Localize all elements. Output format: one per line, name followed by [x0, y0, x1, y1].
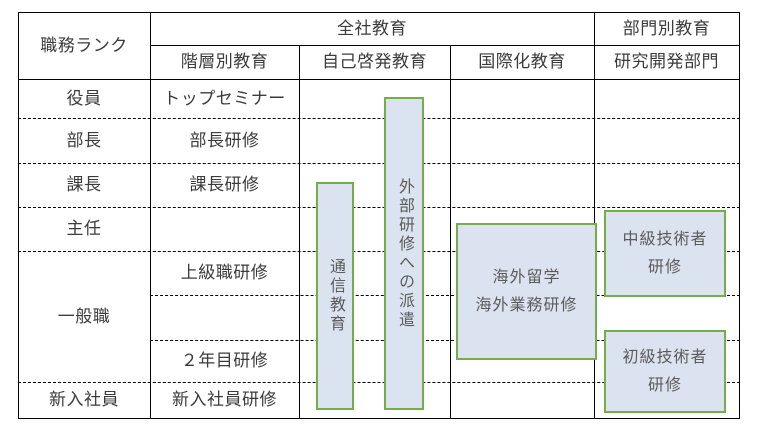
rank-label-section-manager: 課長 [66, 175, 102, 195]
header-column-self-development: 自己啓発教育 [322, 52, 427, 72]
col-divider-rank [150, 12, 151, 418]
tier-program-section-manager: 課長研修 [189, 175, 260, 195]
table-top-border [18, 12, 740, 13]
tier-program-senior-staff: 上級職研修 [180, 263, 269, 283]
intermediate-line-2: 研修 [647, 258, 682, 276]
intermediate-line-1: 中級技術者 [622, 230, 708, 248]
beginner-line-1: 初級技術者 [622, 348, 708, 366]
header-group-divisional: 部門別教育 [622, 18, 711, 38]
tier-program-blank [150, 295, 299, 340]
tier-program-second-year: ２年目研修 [180, 351, 269, 371]
row-separator-4 [18, 251, 740, 252]
program-box-beginner-engineer-training[interactable]: 初級技術者 研修 [604, 330, 726, 413]
rank-label-general-staff: 一般職 [57, 306, 111, 326]
header-column-tier-education: 階層別教育 [180, 52, 269, 72]
tier-program-new-employee: 新入社員研修 [172, 390, 277, 410]
row-separator-6 [150, 340, 740, 341]
program-box-overseas-study[interactable]: 海外留学 海外業務研修 [456, 223, 597, 360]
rank-label-general-manager: 部長 [66, 130, 102, 150]
col-divider-self [450, 45, 451, 418]
col-divider-intl [594, 12, 595, 418]
training-matrix-table: 職務ランク 全社教育 部門別教育 階層別教育 自己啓発教育 国際化教育 研究開発… [18, 12, 740, 419]
rank-label-chief: 主任 [66, 219, 102, 239]
col-border-left [18, 12, 19, 418]
rank-label-executive: 役員 [66, 88, 102, 108]
program-box-external-training-dispatch[interactable]: 外部研修への派遣 [384, 97, 424, 410]
header-column-internationalization: 国際化教育 [478, 52, 566, 72]
rank-label-new-employee: 新入社員 [49, 390, 119, 410]
header-group-company-wide: 全社教育 [337, 18, 407, 38]
table-bottom-border [18, 418, 740, 419]
row-separator-3 [18, 207, 740, 208]
header-bottom-border [18, 79, 740, 80]
row-separator-7 [18, 382, 740, 383]
beginner-line-2: 研修 [647, 376, 682, 394]
header-group-divider [150, 45, 740, 46]
overseas-line-2: 海外業務研修 [475, 296, 578, 314]
row-separator-2 [18, 163, 740, 164]
row-separator-1 [18, 118, 740, 119]
tier-program-executive: トップセミナー [163, 88, 286, 108]
header-corner-rank-label: 職務ランク [40, 35, 128, 55]
tier-program-chief [150, 207, 299, 251]
col-border-right [739, 12, 740, 418]
row-separator-5 [150, 295, 740, 296]
col-divider-tier [299, 45, 300, 418]
overseas-line-1: 海外留学 [492, 268, 561, 286]
tier-program-general-manager: 部長研修 [189, 130, 260, 150]
program-box-intermediate-engineer-training[interactable]: 中級技術者 研修 [604, 210, 726, 297]
header-column-rnd-division: 研究開発部門 [614, 52, 719, 72]
program-box-correspondence-education[interactable]: 通信教育 [316, 182, 354, 410]
